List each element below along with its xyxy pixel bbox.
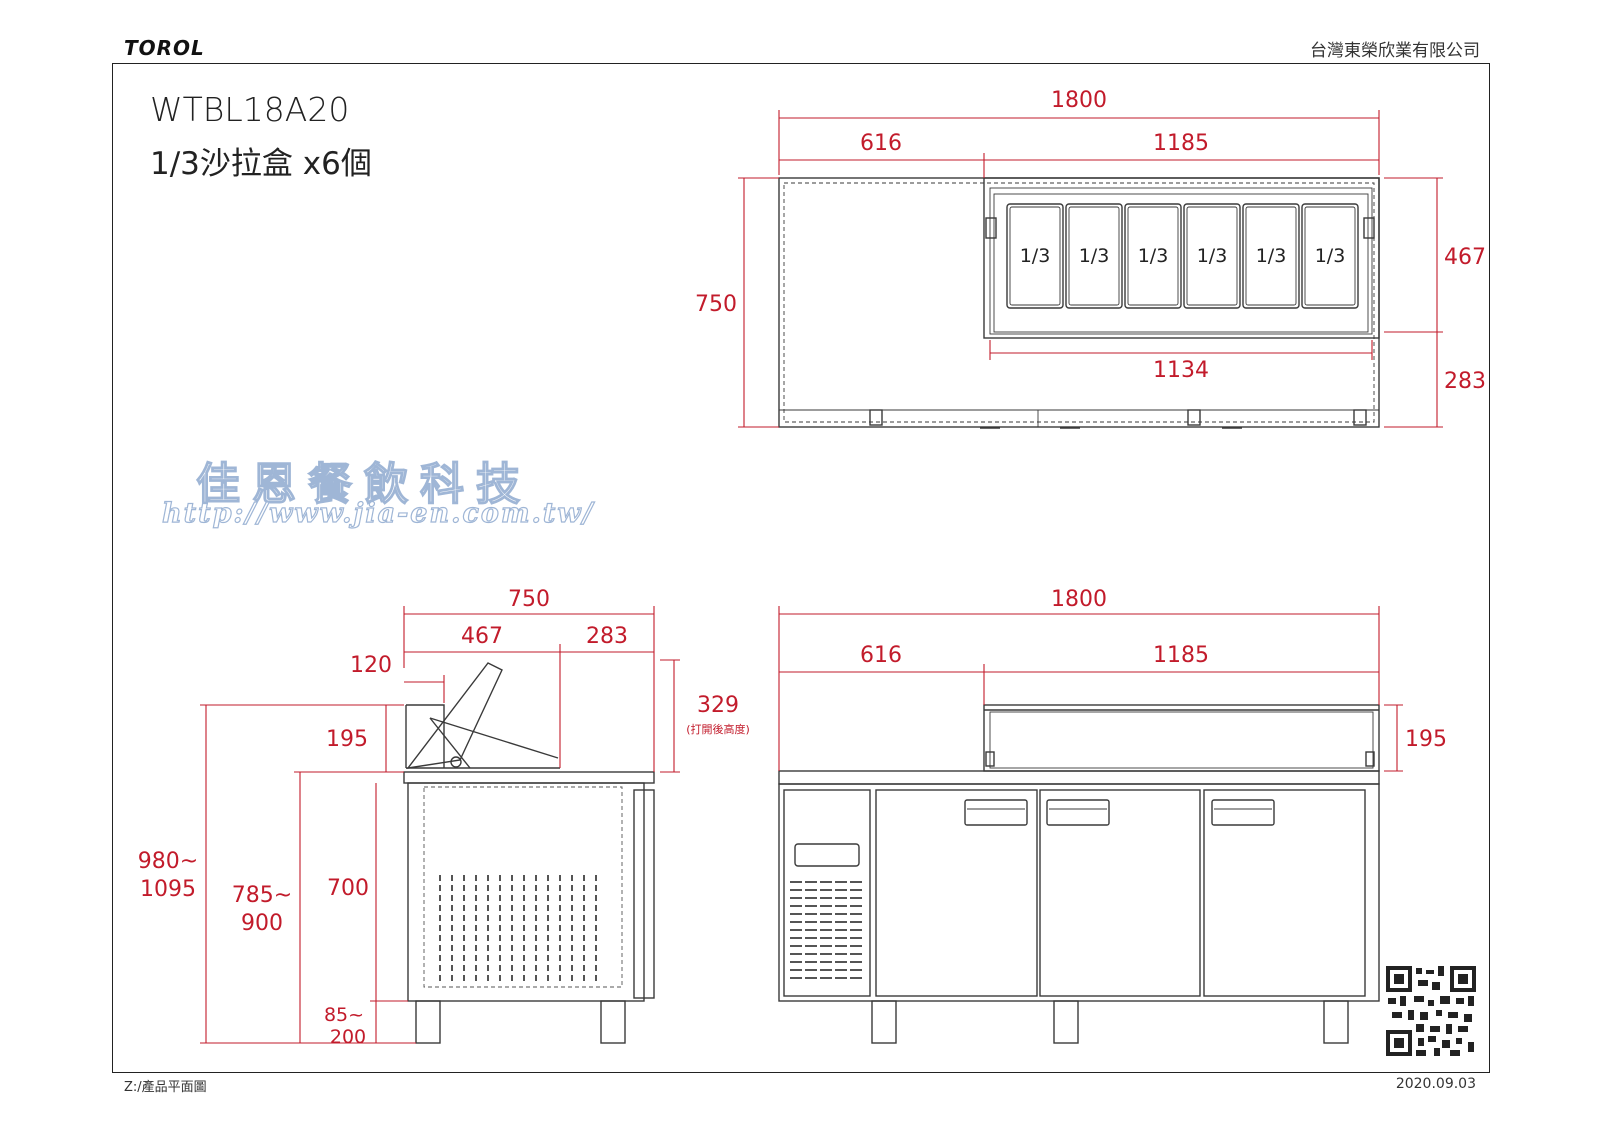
dim-side-back: 467: [461, 624, 503, 649]
dim-counter-height-2: 900: [241, 911, 283, 936]
dim-top-depth: 750: [695, 292, 737, 317]
dim-front-right: 1185: [1153, 643, 1209, 668]
dim-top-right: 1185: [1153, 131, 1209, 156]
dim-open-height-note: (打開後高度): [686, 722, 750, 736]
display-panel: [794, 843, 860, 867]
watermark-url: http://www.jia-en.com.tw/: [161, 497, 595, 529]
pan-label: 1/3: [1256, 245, 1287, 267]
salad-well: [983, 177, 1380, 339]
dim-side-front: 283: [586, 624, 628, 649]
dim-well-depth: 467: [1444, 245, 1486, 270]
front-vents: [790, 881, 864, 979]
pan-5: [1242, 203, 1300, 309]
pan-label: 1/3: [1197, 245, 1228, 267]
drawing-date: 2020.09.03: [1395, 1076, 1476, 1092]
dim-front-depth: 283: [1444, 369, 1486, 394]
front-view: 1800 616 1185 195: [778, 587, 1447, 1044]
pan-2: [1065, 203, 1123, 309]
pan-3: [1124, 203, 1182, 309]
dim-counter-height-1: 785~: [232, 883, 292, 908]
door-handle: [1211, 799, 1275, 826]
front-counter: [778, 770, 1380, 785]
door-handle: [1046, 799, 1110, 826]
door-1: [875, 789, 1038, 997]
pan-group: 1/3 1/3 1/3 1/3 1/3 1/3: [1006, 203, 1359, 309]
pan-1: [1006, 203, 1064, 309]
pan-label: 1/3: [1315, 245, 1346, 267]
dim-top-left: 616: [860, 131, 902, 156]
side-vents: [439, 875, 597, 985]
side-view: 750 467 283 120 329 (打開後高度) 195 980~ 109…: [138, 587, 750, 1048]
dim-well-width: 1134: [1153, 358, 1209, 383]
dim-front-lid-height: 195: [1405, 727, 1447, 752]
top-view: 1/3 1/3 1/3 1/3 1/3 1/3 1800 616 1185 75…: [695, 88, 1486, 429]
top-view-body: [778, 177, 1380, 428]
pan-label: 1/3: [1138, 245, 1169, 267]
dim-body-height: 700: [327, 876, 369, 901]
front-body: [778, 783, 1380, 1002]
dim-total-height-2: 1095: [140, 877, 196, 902]
file-path: Z:/產品平面圖: [124, 1080, 207, 1095]
dim-leg-height-1: 85~: [324, 1004, 364, 1026]
door-2: [1039, 789, 1201, 997]
pan-label: 1/3: [1079, 245, 1110, 267]
watermark-title: 佳恩餐飲科技: [195, 458, 532, 510]
dim-front-left: 616: [860, 643, 902, 668]
drawing-frame: [112, 63, 1490, 1073]
dim-top-total-width: 1800: [1051, 88, 1107, 113]
door-handle: [964, 799, 1028, 826]
dim-side-width: 750: [508, 587, 550, 612]
dim-leg-height-2: 200: [330, 1026, 366, 1048]
pan-label: 1/3: [1020, 245, 1051, 267]
qr-code: [1386, 966, 1476, 1056]
dim-side-lid-height: 195: [326, 727, 368, 752]
brand-logo: TOROL: [124, 36, 205, 60]
pan-6: [1301, 203, 1359, 309]
front-lid: [983, 704, 1380, 772]
company-name: 台灣東榮欣業有限公司: [1310, 41, 1480, 61]
side-body: [407, 782, 645, 1002]
door-3: [1203, 789, 1366, 997]
pan-4: [1183, 203, 1241, 309]
dim-lid-offset: 120: [350, 653, 392, 678]
dim-open-height: 329: [697, 693, 739, 718]
control-panel: [783, 789, 871, 997]
model-description: 1/3沙拉盒 x6個: [150, 146, 372, 182]
dim-total-height-1: 980~: [138, 849, 198, 874]
dim-front-total-width: 1800: [1051, 587, 1107, 612]
model-number: WTBL18A20: [150, 90, 350, 129]
